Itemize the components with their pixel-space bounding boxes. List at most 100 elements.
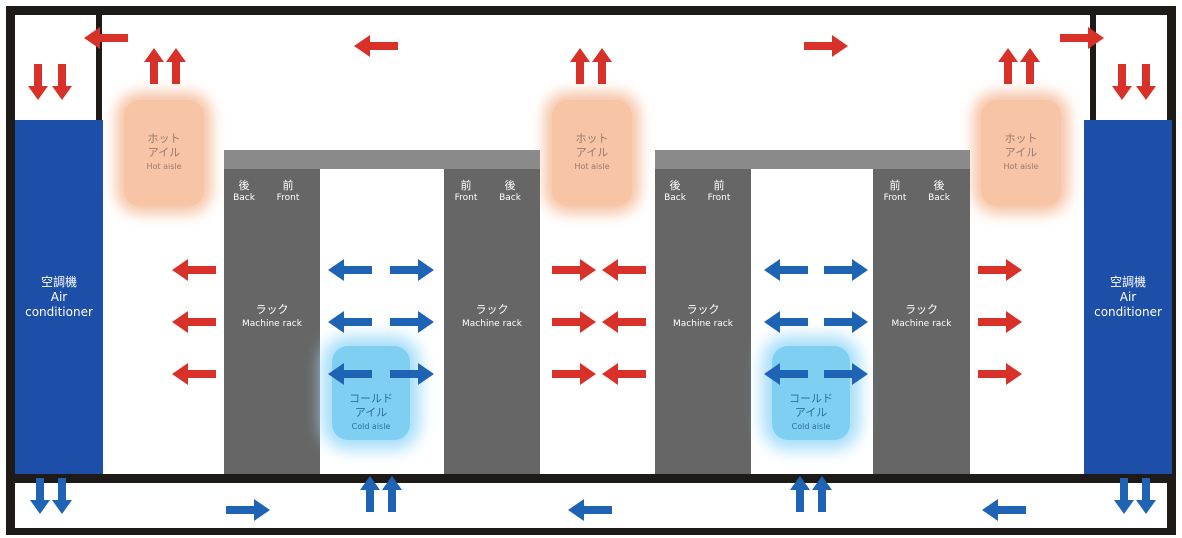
machine-rack-4: 前 Front 後 Back ラック Machine rack: [873, 169, 970, 474]
arrow-icon-red: [354, 35, 398, 57]
rack-side-front-ja: 前: [460, 179, 472, 192]
rack-side-front: 前 Front: [875, 179, 915, 205]
rack-side-front-ja: 前: [889, 179, 901, 192]
arrow-icon-blue: [764, 259, 808, 281]
machine-rack-2: 前 Front 後 Back ラック Machine rack: [444, 169, 540, 474]
rack-side-back-en: Back: [664, 193, 686, 203]
hot-aisle-ja-2: アイル: [1004, 146, 1038, 159]
arrow-icon-red: [1020, 48, 1040, 84]
rack-label: ラック Machine rack: [655, 303, 751, 331]
rack-row-roof-left: [224, 150, 540, 169]
hot-aisle-ja-1: ホット: [1004, 132, 1038, 145]
arrow-icon-blue: [982, 499, 1026, 521]
arrow-icon-red: [1112, 64, 1132, 100]
arrow-icon-blue: [328, 363, 372, 385]
arrow-icon-red: [570, 48, 590, 84]
arrow-icon-red: [172, 363, 216, 385]
rack-side-back-ja: 後: [238, 179, 250, 192]
cold-aisle-ja-1: コールド: [349, 392, 393, 405]
hot-aisle-right: ホット アイル Hot aisle: [981, 100, 1061, 206]
hot-aisle-en: Hot aisle: [574, 162, 610, 171]
hot-aisle-en: Hot aisle: [146, 162, 182, 171]
air-conditioner-right: 空調機 Air conditioner: [1084, 120, 1172, 474]
arrow-icon-red: [552, 259, 596, 281]
ac-label-ja: 空調機: [1109, 274, 1146, 289]
arrow-icon-blue: [1114, 478, 1134, 514]
arrow-icon-red: [144, 48, 164, 84]
arrow-icon-red: [602, 259, 646, 281]
rack-side-back-ja: 後: [933, 179, 945, 192]
arrow-icon-red: [172, 259, 216, 281]
cold-air-arrows: [30, 259, 1156, 521]
rack-label: ラック Machine rack: [224, 303, 320, 331]
rack-label-en: Machine rack: [673, 319, 733, 329]
arrow-icon-blue: [824, 363, 868, 385]
machine-rack-1: 後 Back 前 Front ラック Machine rack: [224, 169, 320, 474]
rack-row-roof-right: [655, 150, 970, 169]
arrow-icon-red: [804, 35, 848, 57]
ac-label-ja: 空調機: [40, 274, 77, 289]
arrow-icon-blue: [328, 259, 372, 281]
hot-aisle-ja-2: アイル: [147, 146, 181, 159]
rack-side-front-ja: 前: [282, 179, 294, 192]
arrow-icon-blue: [790, 476, 810, 512]
rack-label-en: Machine rack: [462, 319, 522, 329]
rack-side-front: 前 Front: [268, 179, 308, 205]
floor-bottom-wall: [6, 528, 1176, 535]
arrow-icon-blue: [390, 259, 434, 281]
rack-side-front-en: Front: [707, 193, 731, 203]
rack-side-front-ja: 前: [713, 179, 725, 192]
rack-side-front: 前 Front: [699, 179, 739, 205]
rack-side-back: 後 Back: [224, 179, 264, 205]
rack-side-front-en: Front: [454, 193, 478, 203]
arrow-icon-blue: [824, 311, 868, 333]
arrow-icon-red: [1060, 27, 1104, 49]
arrow-icon-red: [998, 48, 1018, 84]
rack-label: ラック Machine rack: [444, 303, 540, 331]
arrow-icon-red: [28, 64, 48, 100]
cold-aisle-right: コールド アイル Cold aisle: [772, 346, 850, 440]
arrow-icon-red: [592, 48, 612, 84]
hot-air-arrows: [28, 27, 1156, 385]
rack-label-ja: ラック: [905, 303, 938, 316]
rack-label-ja: ラック: [475, 303, 509, 316]
hot-aisle-ja-1: ホット: [575, 132, 609, 145]
ceiling-wall: [6, 6, 1176, 15]
rack-side-back: 後 Back: [490, 179, 530, 205]
arrow-icon-red: [978, 311, 1022, 333]
rack-label-ja: ラック: [686, 303, 720, 316]
arrow-icon-blue: [812, 476, 832, 512]
right-return-duct: [1090, 14, 1096, 122]
cold-aisle-left: コールド アイル Cold aisle: [332, 346, 410, 440]
rack-side-back: 後 Back: [919, 179, 959, 205]
arrow-icon-blue: [328, 311, 372, 333]
arrow-icon-red: [552, 363, 596, 385]
cold-aisle-en: Cold aisle: [791, 422, 831, 431]
hot-aisle-ja-2: アイル: [575, 146, 609, 159]
rack-label-en: Machine rack: [242, 319, 302, 329]
arrow-icon-blue: [52, 478, 72, 514]
rack-side-front-en: Front: [883, 193, 907, 203]
hot-aisle-en: Hot aisle: [1003, 162, 1039, 171]
arrow-icon-blue: [360, 476, 380, 512]
arrow-icon-blue: [1136, 478, 1156, 514]
rack-label-en: Machine rack: [891, 319, 952, 329]
arrow-icon-blue: [390, 311, 434, 333]
left-return-duct: [96, 14, 102, 122]
rack-side-back: 後 Back: [655, 179, 695, 205]
arrow-icon-blue: [382, 476, 402, 512]
arrow-icon-blue: [764, 311, 808, 333]
rack-side-front-en: Front: [276, 193, 300, 203]
arrow-icon-red: [172, 311, 216, 333]
ac-label-en-1: Air: [50, 289, 68, 304]
hot-aisle-center: ホット アイル Hot aisle: [552, 100, 632, 206]
cold-aisle-ja-2: アイル: [794, 406, 828, 419]
arrow-icon-red: [978, 363, 1022, 385]
rack-side-front: 前 Front: [446, 179, 486, 205]
arrow-icon-red: [552, 311, 596, 333]
arrow-icon-blue: [568, 499, 612, 521]
arrow-icon-blue: [824, 259, 868, 281]
arrow-icon-blue: [226, 499, 270, 521]
arrow-icon-red: [52, 64, 72, 100]
